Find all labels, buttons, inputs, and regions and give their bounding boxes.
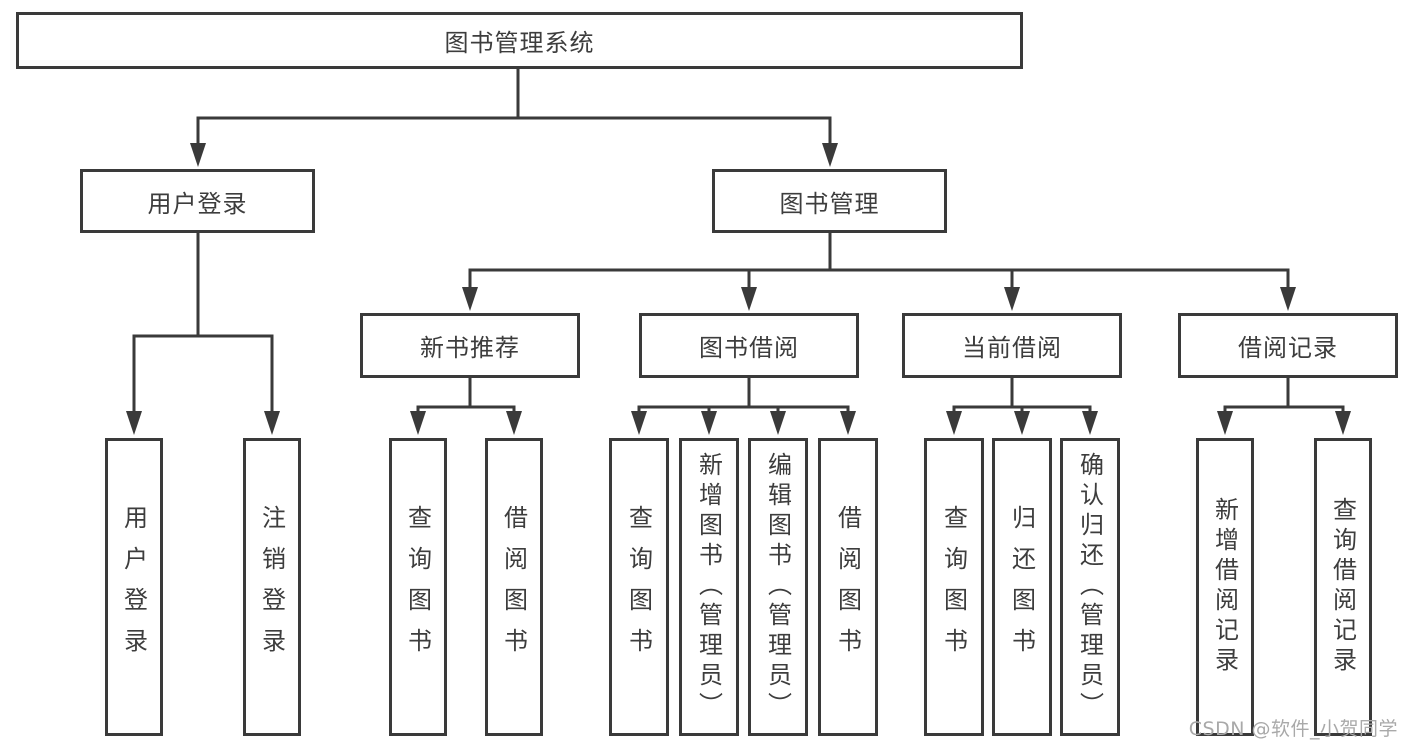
node-current-borrow: 当前借阅 bbox=[902, 313, 1122, 378]
node-book-management-label: 图书管理 bbox=[779, 189, 880, 218]
node-book-management: 图书管理 bbox=[712, 169, 947, 233]
leaf-current-return-books: 归还图书 bbox=[992, 438, 1052, 736]
leaf-borrow-borrow-books: 借阅图书 bbox=[818, 438, 878, 736]
leaf-user-login: 用户登录 bbox=[105, 438, 163, 736]
node-book-borrow-label: 图书借阅 bbox=[699, 334, 799, 362]
node-root: 图书管理系统 bbox=[16, 12, 1023, 69]
leaf-borrow-add-books-admin-label: 新增图书（管理员） bbox=[694, 452, 723, 722]
node-user-login: 用户登录 bbox=[80, 169, 315, 233]
leaf-current-query-books-label: 查询图书 bbox=[939, 505, 968, 669]
leaf-current-confirm-return-admin-label: 确认归还（管理员） bbox=[1075, 452, 1104, 722]
leaf-logout-label: 注销登录 bbox=[257, 505, 286, 669]
node-root-label: 图书管理系统 bbox=[444, 29, 595, 57]
leaf-borrow-query-books-label: 查询图书 bbox=[624, 505, 653, 669]
node-user-login-label: 用户登录 bbox=[147, 189, 248, 218]
leaf-newbooks-borrow-books-label: 借阅图书 bbox=[499, 505, 528, 669]
leaf-borrow-borrow-books-label: 借阅图书 bbox=[833, 505, 862, 669]
watermark: CSDN @软件_小贺同学 bbox=[1188, 718, 1398, 740]
node-borrow-records-label: 借阅记录 bbox=[1238, 334, 1338, 362]
leaf-records-query-record-label: 查询借阅记录 bbox=[1328, 497, 1357, 677]
node-current-borrow-label: 当前借阅 bbox=[962, 334, 1062, 362]
node-new-book-recommend: 新书推荐 bbox=[360, 313, 580, 378]
leaf-newbooks-borrow-books: 借阅图书 bbox=[485, 438, 543, 736]
leaf-newbooks-query-books-label: 查询图书 bbox=[403, 505, 432, 669]
leaf-records-query-record: 查询借阅记录 bbox=[1314, 438, 1372, 736]
leaf-newbooks-query-books: 查询图书 bbox=[389, 438, 447, 736]
leaf-records-add-record-label: 新增借阅记录 bbox=[1210, 497, 1239, 677]
node-borrow-records: 借阅记录 bbox=[1178, 313, 1398, 378]
leaf-borrow-add-books-admin: 新增图书（管理员） bbox=[679, 438, 739, 736]
leaf-current-return-books-label: 归还图书 bbox=[1007, 505, 1036, 669]
leaf-records-add-record: 新增借阅记录 bbox=[1196, 438, 1254, 736]
node-book-borrow: 图书借阅 bbox=[639, 313, 859, 378]
leaf-borrow-edit-books-admin-label: 编辑图书（管理员） bbox=[763, 452, 792, 722]
leaf-borrow-query-books: 查询图书 bbox=[609, 438, 669, 736]
leaf-logout: 注销登录 bbox=[243, 438, 301, 736]
leaf-current-query-books: 查询图书 bbox=[924, 438, 984, 736]
node-new-book-recommend-label: 新书推荐 bbox=[420, 334, 520, 362]
leaf-current-confirm-return-admin: 确认归还（管理员） bbox=[1060, 438, 1120, 736]
leaf-borrow-edit-books-admin: 编辑图书（管理员） bbox=[748, 438, 808, 736]
leaf-user-login-label: 用户登录 bbox=[119, 505, 148, 669]
